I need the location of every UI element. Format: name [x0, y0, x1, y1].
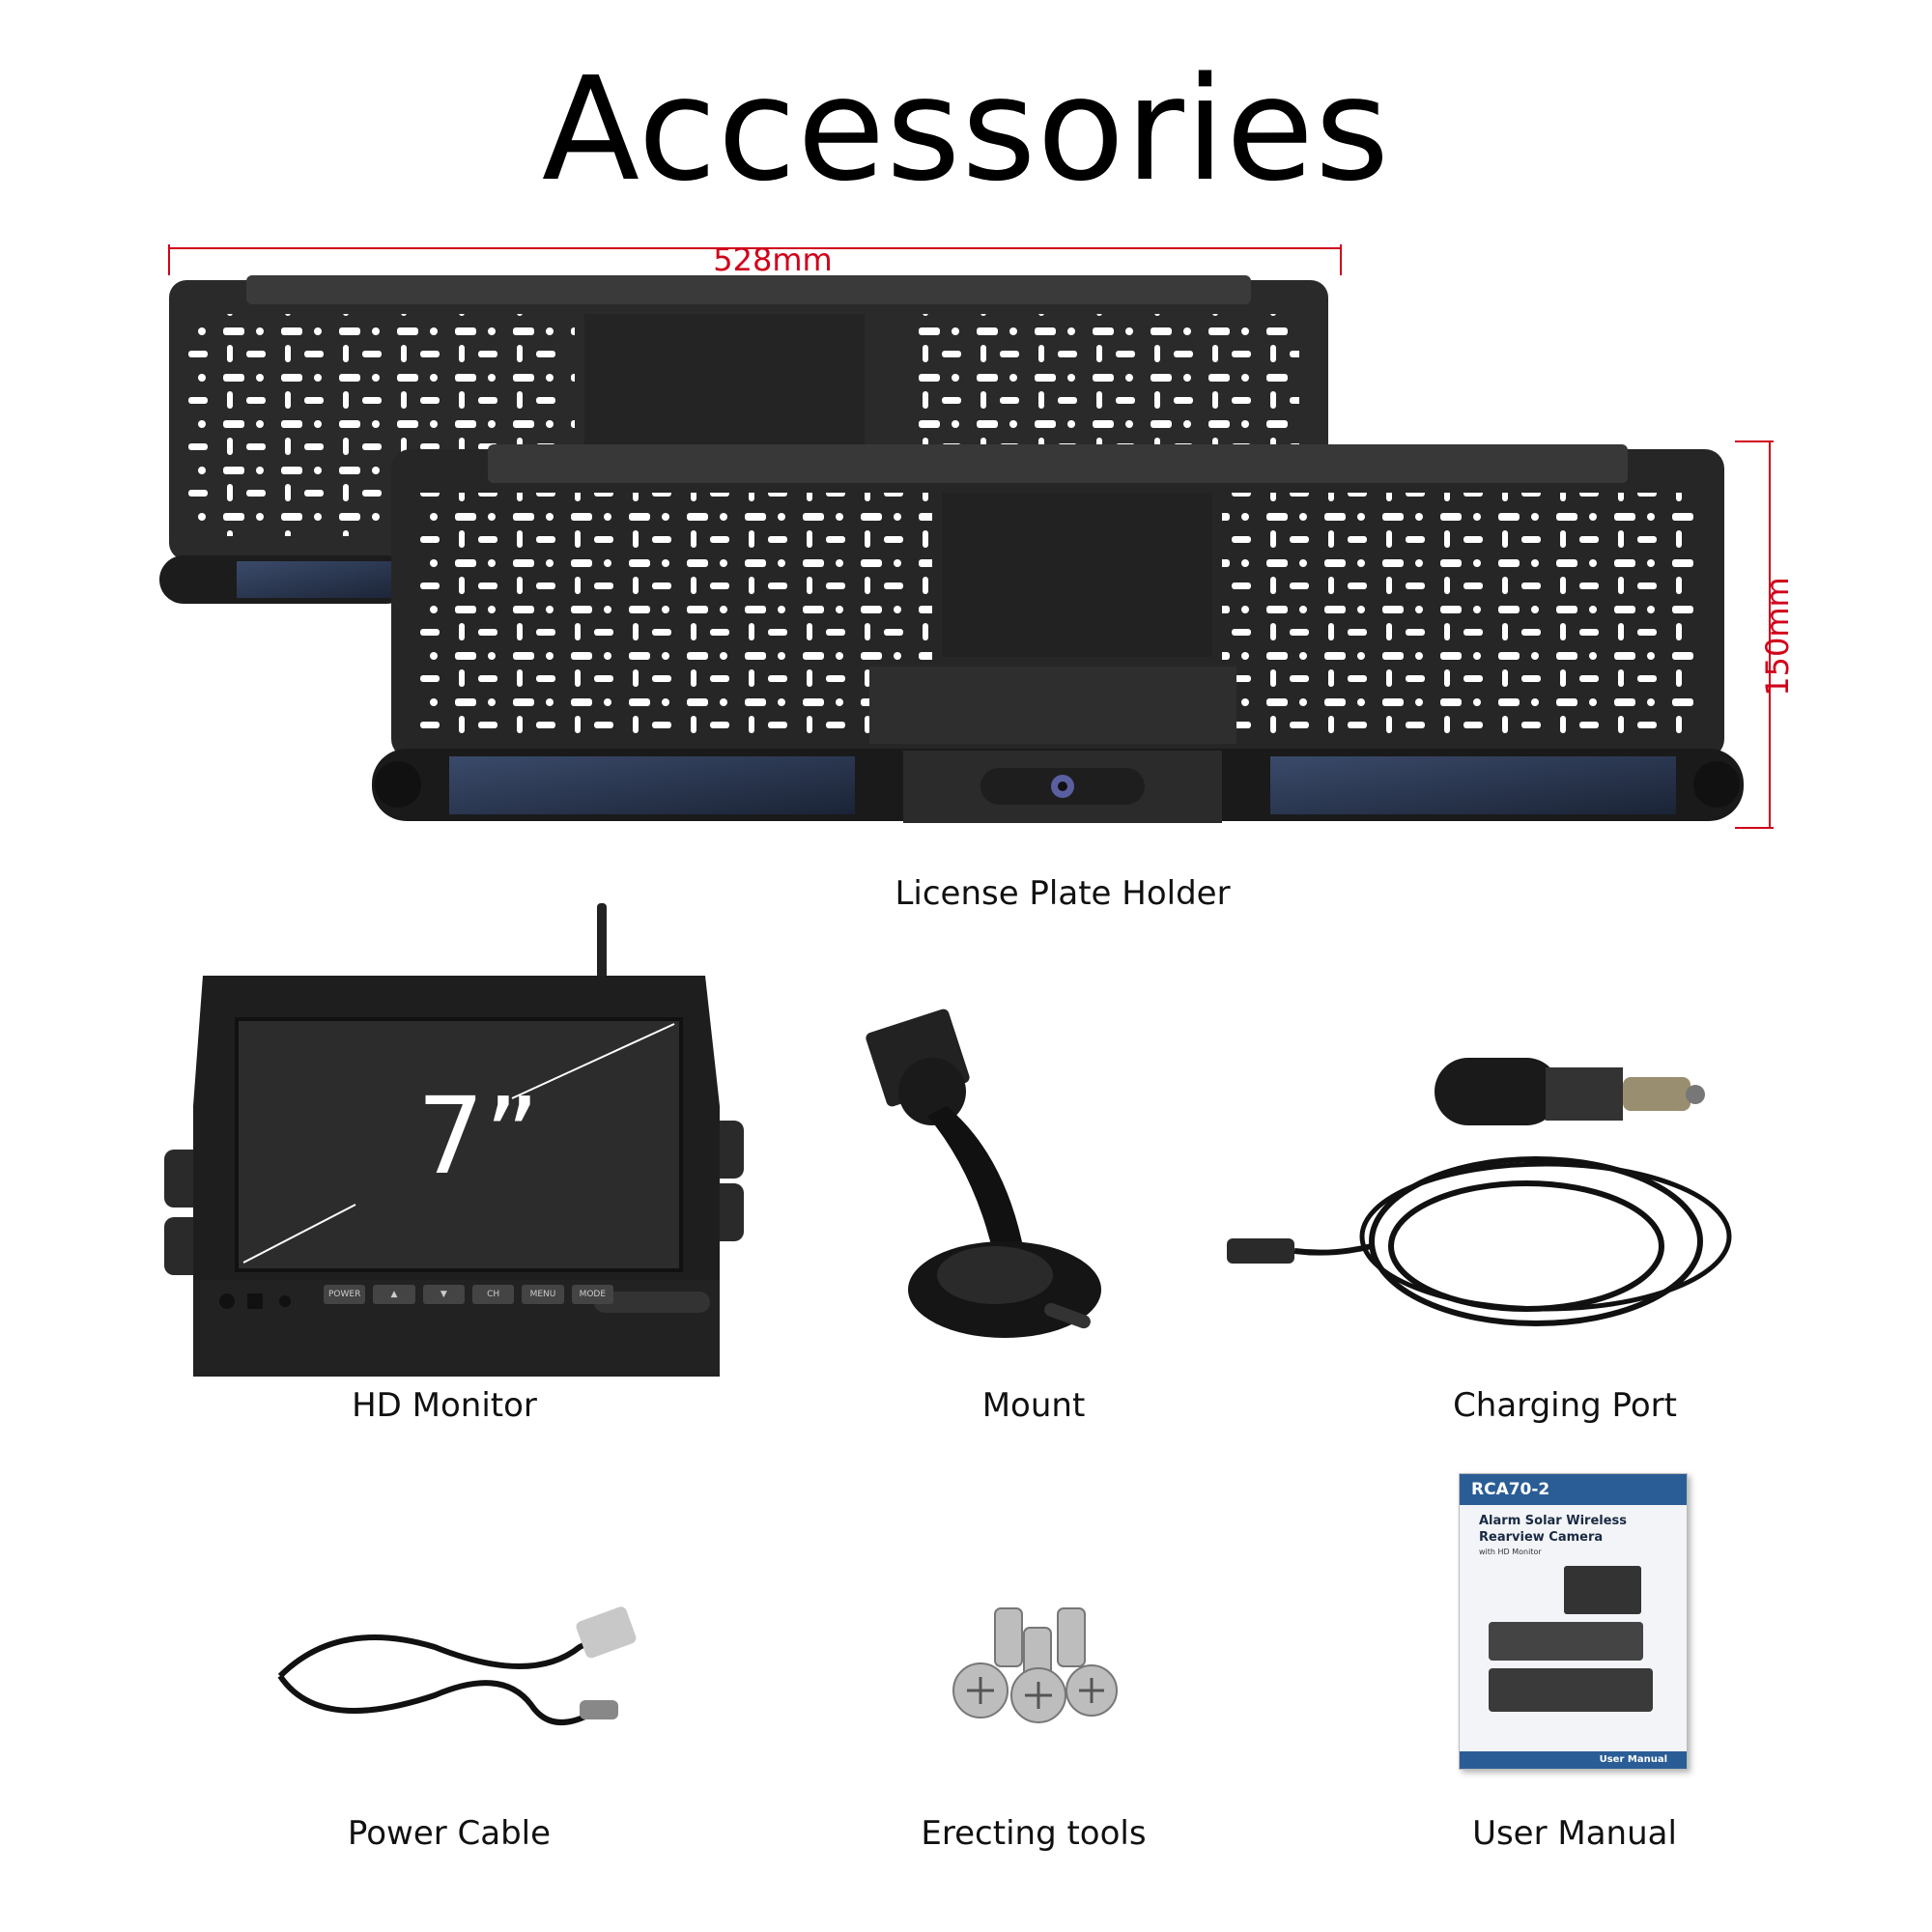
monitor-button-row: POWER ▲ ▼ CH MENU MODE [324, 1285, 613, 1304]
front-plate [372, 444, 1744, 823]
monitor-up-button: ▲ [373, 1285, 415, 1304]
hd-monitor-image [164, 903, 744, 1377]
manual-footer: User Manual [1460, 1751, 1687, 1769]
monitor-power-button: POWER [324, 1285, 366, 1304]
mount-label: Mount [981, 1386, 1086, 1425]
manual-monitor-picture [1563, 1566, 1641, 1614]
height-dimension-line [1735, 440, 1774, 829]
width-dimension-line [168, 244, 1342, 275]
page-title: Accessories [541, 46, 1391, 213]
mount-image [866, 1009, 1101, 1338]
monitor-ch-button: CH [471, 1285, 515, 1304]
back-plate [159, 275, 1328, 604]
monitor-menu-button: MENU [522, 1285, 564, 1304]
manual-subheading: with HD Monitor [1479, 1548, 1542, 1556]
user-manual-booklet: RCA70-2 Alarm Solar Wireless Rearview Ca… [1459, 1473, 1688, 1770]
user-manual-label: User Manual [1472, 1814, 1677, 1853]
manual-plate-picture-1 [1489, 1622, 1643, 1661]
license-plate-holder-label: License Plate Holder [895, 874, 1231, 913]
monitor-size-text: 7” [416, 1074, 540, 1198]
monitor-down-button: ▼ [422, 1285, 465, 1304]
height-dimension-label: 150mm [1759, 577, 1796, 696]
erecting-tools-image [952, 1607, 1118, 1723]
manual-heading-line1: Alarm Solar Wireless [1479, 1514, 1628, 1528]
charging-port-label: Charging Port [1453, 1386, 1677, 1425]
manual-heading-line2: Rearview Camera [1479, 1530, 1604, 1545]
manual-model: RCA70-2 [1460, 1474, 1687, 1505]
width-dimension-label: 528mm [713, 242, 833, 278]
power-cable-label: Power Cable [347, 1814, 552, 1853]
charging-port-image [1227, 1058, 1732, 1326]
power-cable-image [277, 1606, 637, 1725]
manual-plate-picture-2 [1489, 1668, 1653, 1712]
manual-heading: Alarm Solar Wireless Rearview Camera [1460, 1505, 1687, 1546]
hd-monitor-label: HD Monitor [352, 1386, 537, 1425]
erecting-tools-label: Erecting tools [921, 1814, 1147, 1853]
license-plate-holder-image [159, 275, 1744, 823]
monitor-mode-button: MODE [571, 1285, 613, 1304]
